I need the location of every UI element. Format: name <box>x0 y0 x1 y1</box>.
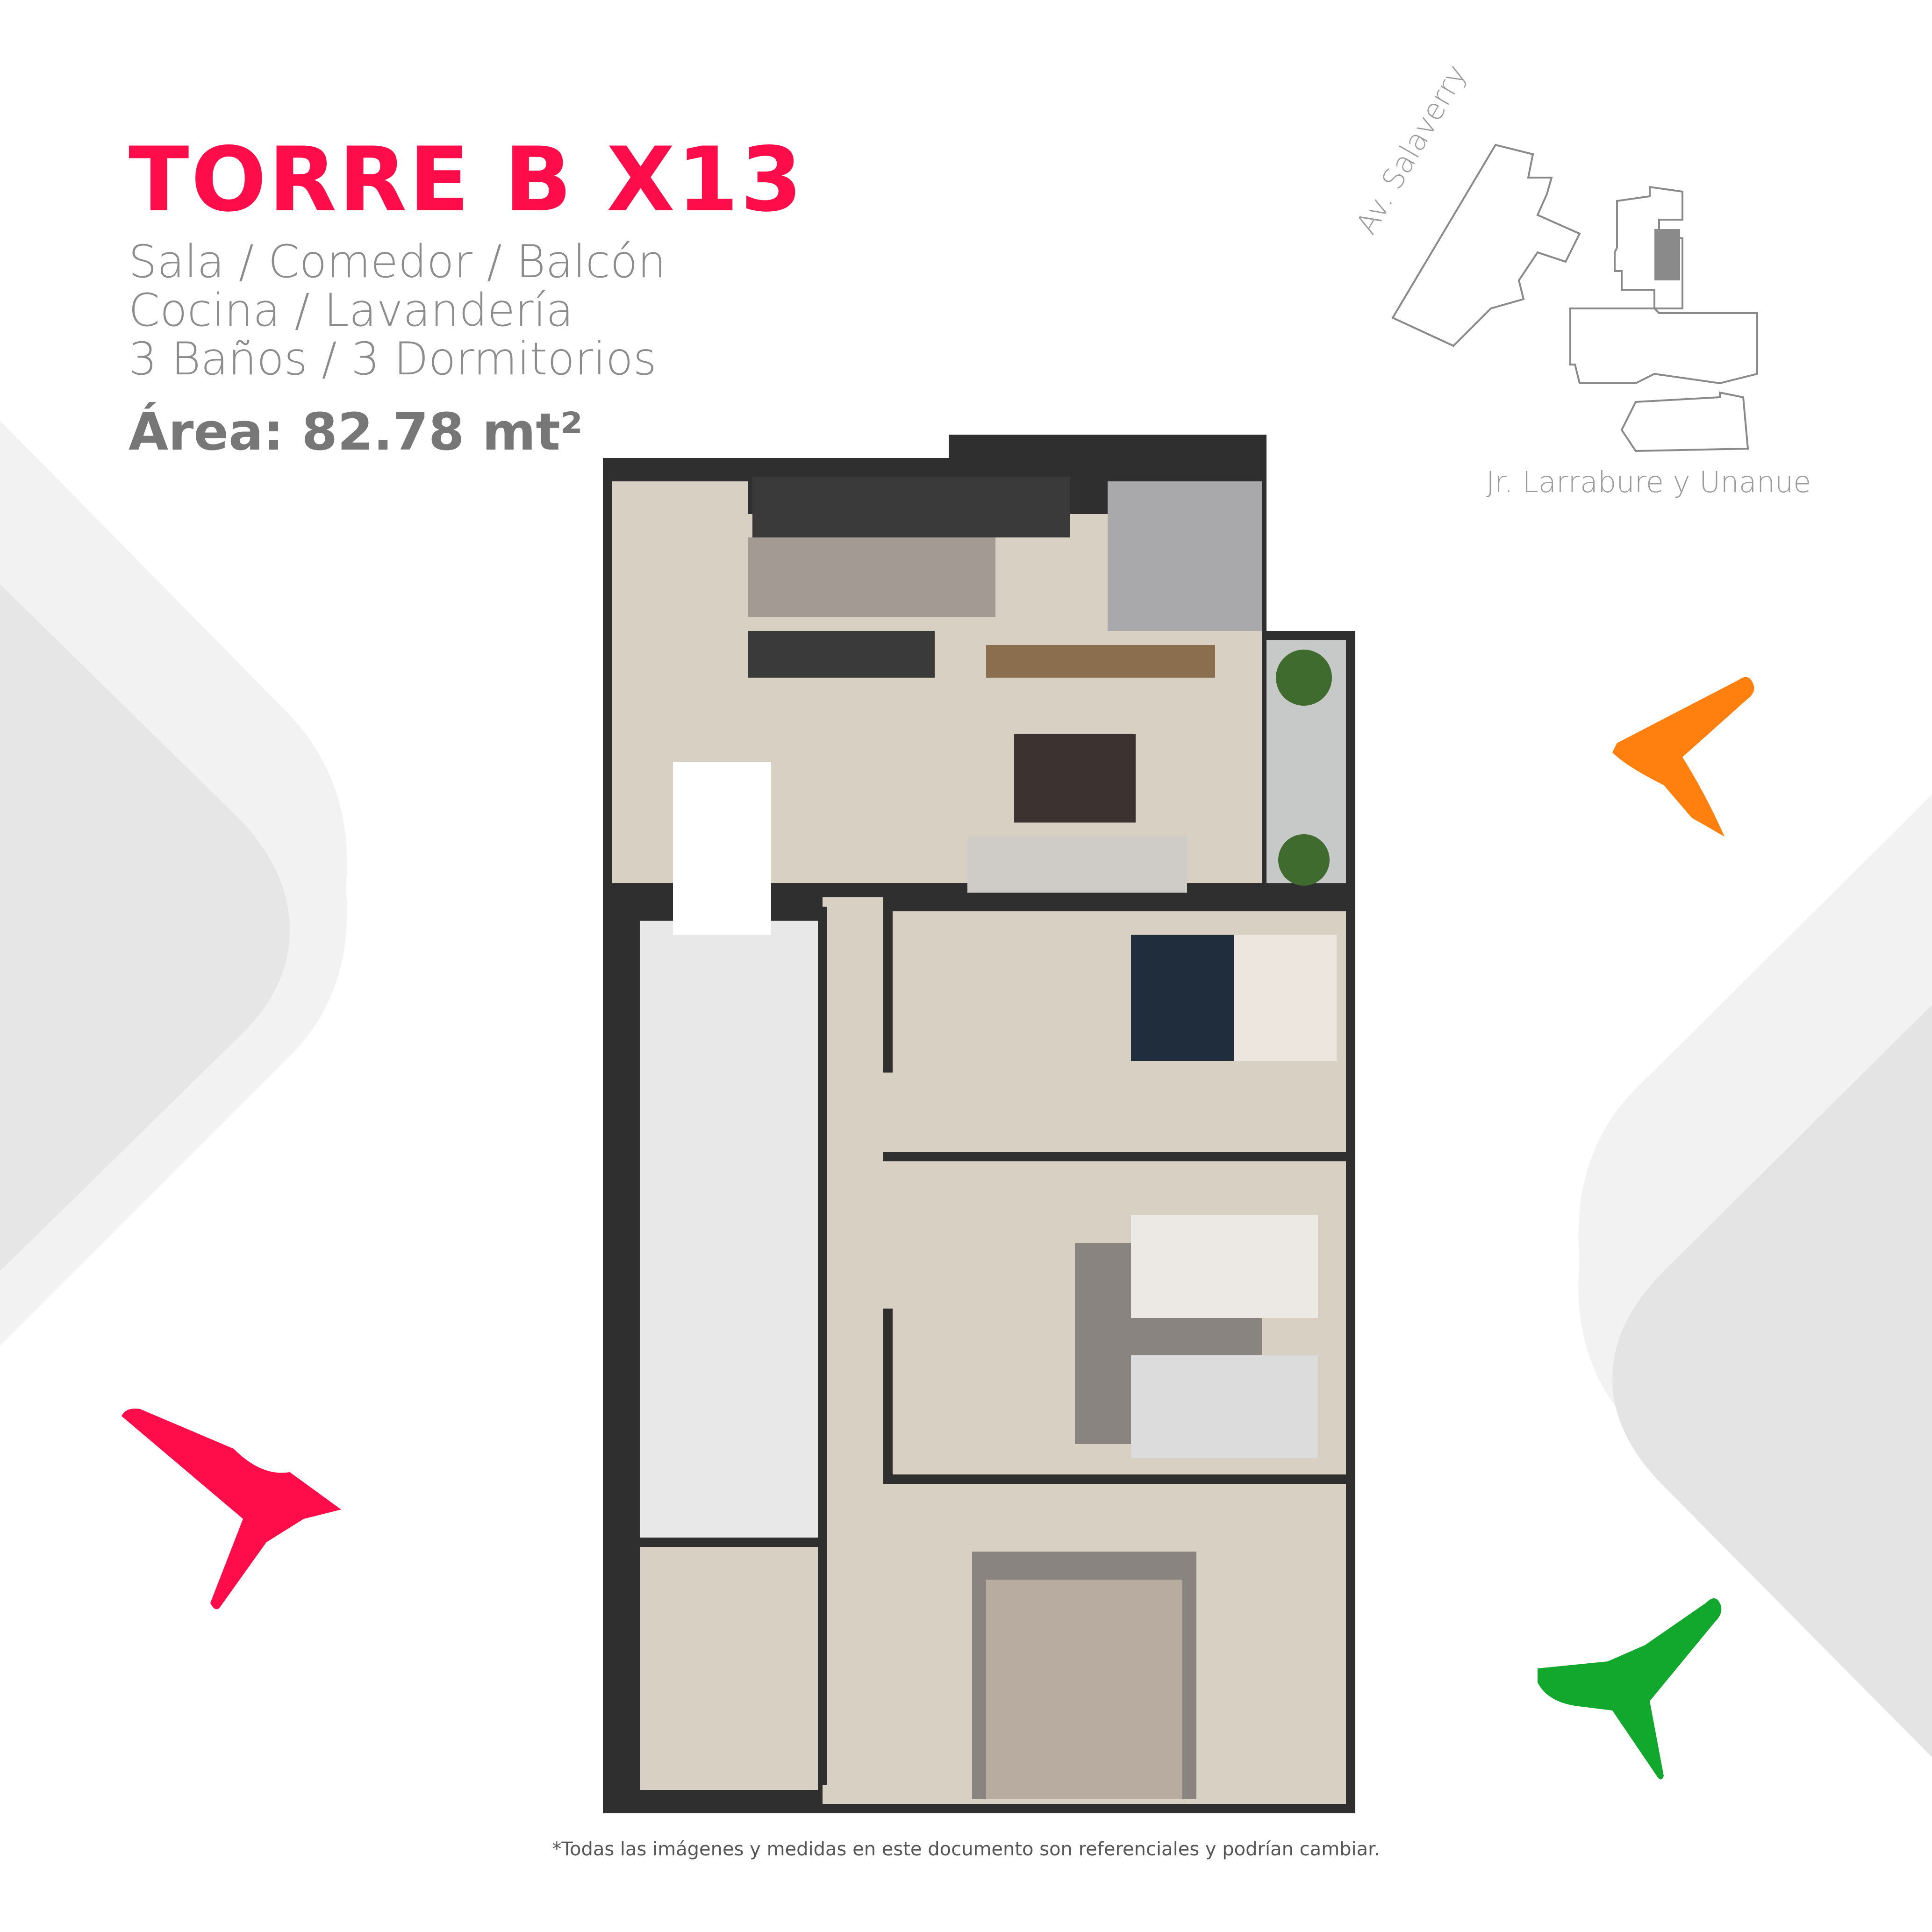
coffee-table <box>1014 734 1136 823</box>
kitchen-floor <box>748 537 995 617</box>
feature-line: Cocina / Lavandería <box>129 284 574 336</box>
right-chevron-shape-inner <box>1612 1005 1932 1757</box>
feature-list: Sala / Comedor / Balcón Cocina / Lavande… <box>129 237 830 383</box>
bird-icon-orange <box>1612 677 1754 837</box>
bed-master <box>986 1580 1182 1799</box>
location-map: Av. Salaverry Jr. Larrabure y Unanue <box>1349 59 1811 514</box>
kitchen-counter <box>752 477 1070 537</box>
dining-table <box>673 762 771 935</box>
entry-floor <box>612 481 748 594</box>
building-outline <box>1391 143 1581 347</box>
closet-block <box>640 1547 818 1790</box>
feature-line: Sala / Comedor / Balcón <box>129 236 666 288</box>
building-outline <box>1569 308 1758 385</box>
bird-icon-red <box>122 1409 341 1610</box>
bed-bedroom-2b <box>1131 1355 1318 1458</box>
unit-title: TORRE B X13 <box>129 128 804 231</box>
floor-plan <box>603 435 1355 1813</box>
sofa <box>967 837 1187 893</box>
plant <box>1276 650 1332 706</box>
bed-pillow <box>1234 935 1337 1061</box>
building-outline <box>1620 391 1749 452</box>
bed-bedroom-2a <box>1131 1215 1318 1318</box>
building-outline-map <box>1391 143 1758 452</box>
plant <box>1278 834 1330 886</box>
street-label-larrabure: Jr. Larrabure y Unanue <box>1486 465 1811 499</box>
interior-walls <box>818 897 1355 1785</box>
highlighted-tower <box>1654 229 1680 280</box>
feature-line: 3 Baños / 3 Dormitorios <box>129 333 657 385</box>
building-outline <box>1614 186 1683 309</box>
bird-icon-green <box>1538 1598 1722 1780</box>
disclaimer-text: *Todas las imágenes y medidas en este do… <box>552 1839 1380 1860</box>
left-chevron-shape-inner <box>0 584 290 1271</box>
bath-block-floor <box>640 921 818 1538</box>
unit-area: Área: 82.78 mt² <box>129 402 583 462</box>
unit-info: TORRE B X13 Sala / Comedor / Balcón Coci… <box>129 136 830 462</box>
kitchen-island <box>748 631 935 678</box>
tv-console <box>986 645 1215 678</box>
laundry-floor <box>1108 481 1262 631</box>
